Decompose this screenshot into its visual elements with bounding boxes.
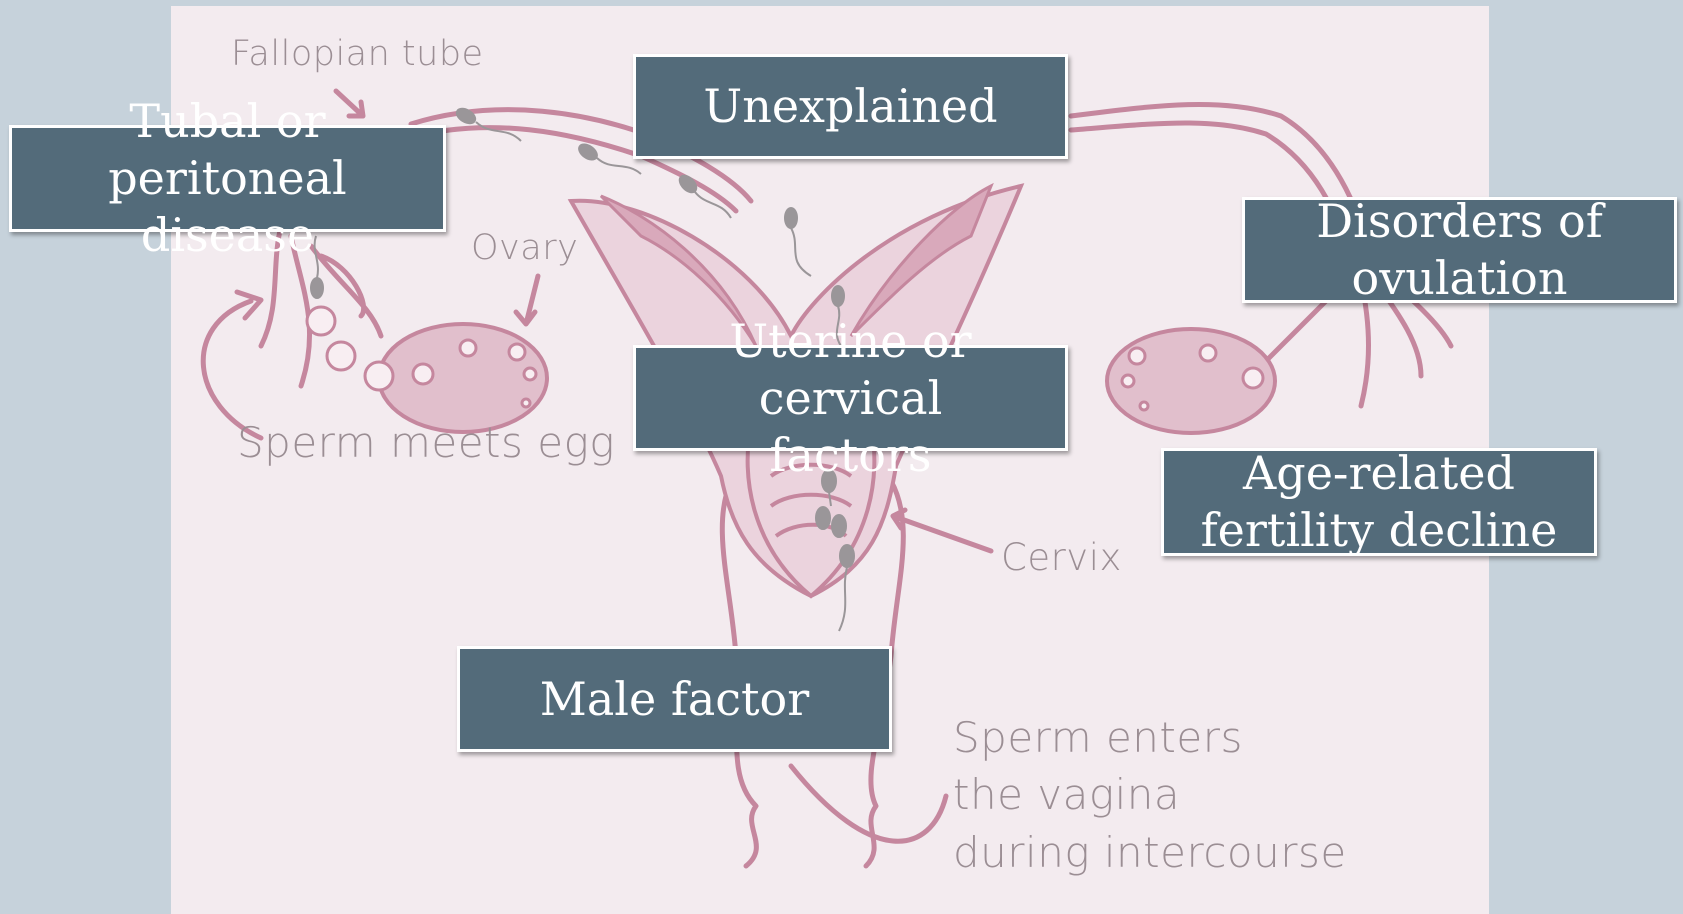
uterine-callout-line1: Uterine or cervical	[642, 313, 1059, 427]
age-callout-line1: Age-related	[1243, 445, 1515, 502]
unexplained-callout: Unexplained	[633, 54, 1068, 159]
sperm-enters-label-line2: the vagina	[953, 770, 1180, 819]
sperm-meets-egg-label: Sperm meets egg	[237, 418, 615, 467]
tubal-callout-line2: peritoneal disease	[18, 150, 437, 264]
sperm-enters-label-line3: during intercourse	[953, 828, 1347, 877]
unexplained-text: Unexplained	[703, 78, 997, 135]
tubal-peritoneal-disease-callout: Tubal or peritoneal disease	[9, 125, 446, 232]
age-callout-line2: fertility decline	[1201, 502, 1558, 559]
uterine-cervical-factors-callout: Uterine or cervical factors	[633, 345, 1068, 451]
fallopian-tube-label: Fallopian tube	[231, 34, 484, 74]
ovulation-callout-line1: Disorders of	[1316, 193, 1603, 250]
disorders-of-ovulation-callout: Disorders of ovulation	[1242, 197, 1677, 303]
uterine-callout-line2: factors	[770, 427, 932, 484]
ovary-label: Ovary	[471, 228, 578, 268]
male-factor-callout: Male factor	[457, 646, 892, 752]
tubal-callout-line1: Tubal or	[129, 93, 325, 150]
age-related-fertility-decline-callout: Age-related fertility decline	[1161, 448, 1597, 556]
cervix-label: Cervix	[1001, 536, 1122, 579]
male-factor-text: Male factor	[540, 671, 809, 728]
ovulation-callout-line2: ovulation	[1352, 250, 1568, 307]
sperm-enters-label-line1: Sperm enters	[953, 713, 1243, 762]
